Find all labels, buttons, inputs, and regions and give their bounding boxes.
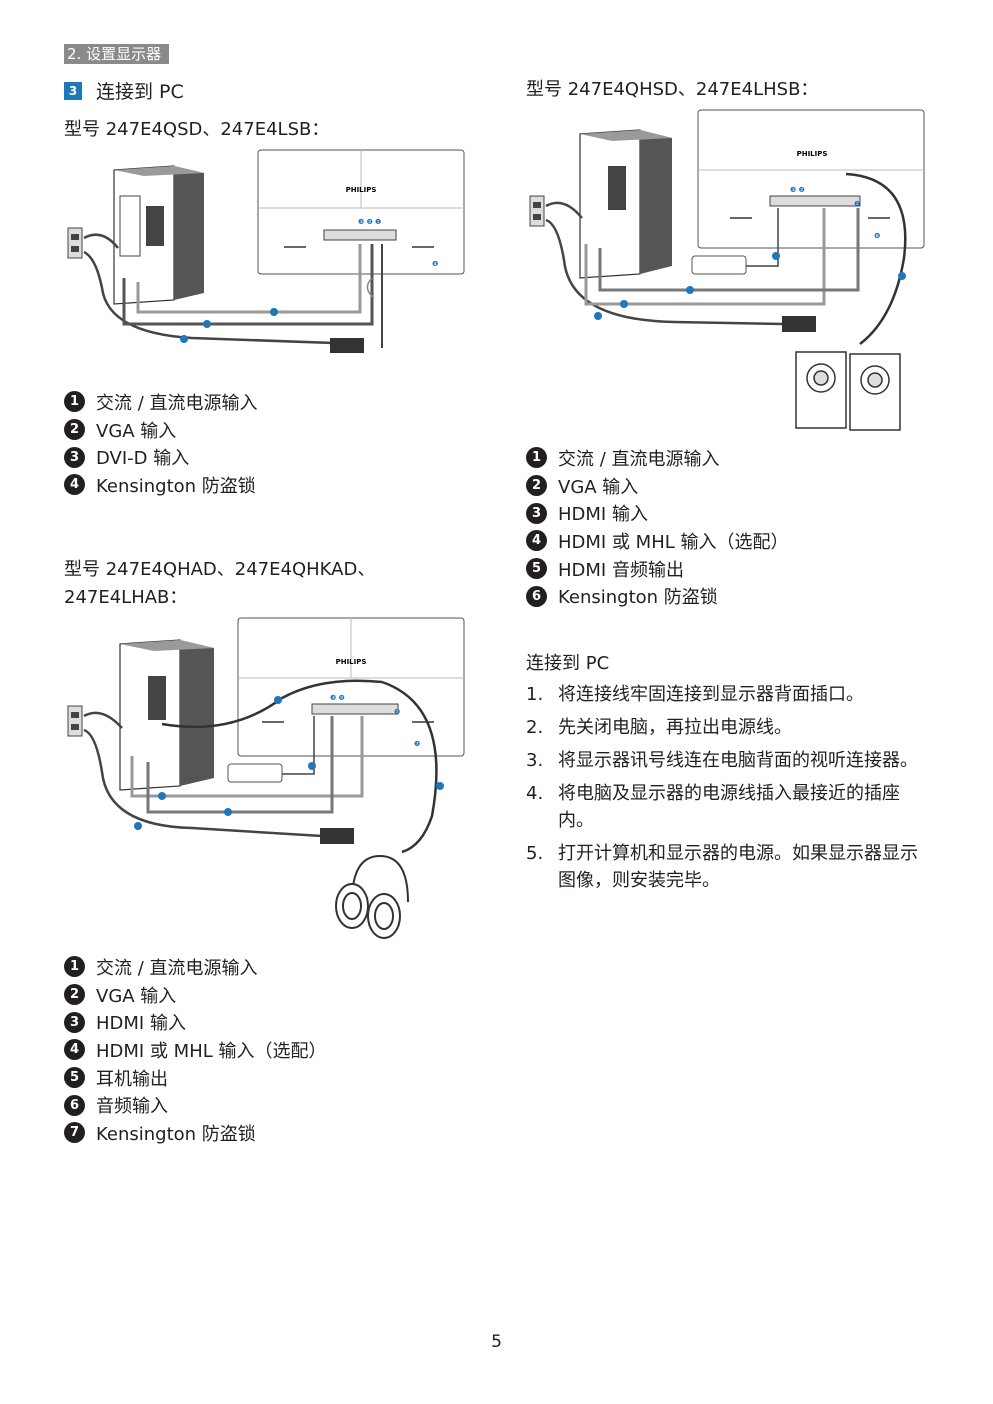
monitor-brand-label: PHILIPS [346, 186, 377, 194]
headphones-icon [335, 854, 409, 939]
connect-steps: 1.将连接线牢固连接到显示器背面插口。 2.先关闭电脑，再拉出电源线。 3.将显… [526, 681, 920, 900]
diagram2-connection-illustration: PHILIPS ❸ ❷ ❶ ❼ [67, 617, 465, 939]
subsection-heading: 3 连接到 PC [64, 77, 184, 104]
port-callouts: ❸ ❷ ❶ [358, 218, 381, 226]
wall-outlet [67, 227, 83, 259]
monitor-brand-label: PHILIPS [336, 658, 367, 666]
pc-tower [119, 639, 214, 791]
kensington-callout: ❹ [432, 260, 438, 268]
speakers-icon [795, 351, 901, 431]
diagram3-model-title: 型号 247E4QHSD、247E4LHSB： [526, 79, 819, 100]
svg-text:❼: ❼ [414, 740, 420, 748]
wall-outlet [67, 705, 83, 737]
svg-text:❸ ❷: ❸ ❷ [330, 694, 345, 702]
pc-tower [113, 165, 204, 305]
cables [83, 679, 438, 854]
step-item: 1.将连接线牢固连接到显示器背面插口。 [526, 684, 864, 705]
diagram2-model-title: 型号 247E4QHAD、247E4QHKAD、 247E4LHAB： [64, 559, 376, 608]
monitor-brand-label: PHILIPS [797, 150, 828, 158]
monitor-back: PHILIPS ❸ ❷ ❶ ❼ [237, 617, 465, 757]
callout-circles [134, 696, 444, 830]
step-item: 4.将电脑及显示器的电源线插入最接近的插座内。 [526, 783, 900, 831]
step-item: 3.将显示器讯号线连在电脑背面的视听连接器。 [526, 750, 918, 771]
connect-title: 连接到 PC [526, 653, 610, 674]
svg-text:❶: ❶ [394, 708, 400, 716]
callout-circles [594, 252, 906, 320]
step-item: 2.先关闭电脑，再拉出电源线。 [526, 717, 792, 738]
page-number: 5 [491, 1332, 502, 1352]
section-tag: 2. 设置显示器 [64, 44, 170, 64]
svg-text:❸ ❷: ❸ ❷ [790, 186, 805, 194]
svg-text:❻: ❻ [874, 232, 880, 240]
diagram1-model-title: 型号 247E4QSD、247E4LSB： [64, 119, 330, 140]
phone [227, 763, 283, 783]
diagram3-connection-illustration: PHILIPS ❸ ❷ ❶ ❻ [529, 109, 925, 431]
phone [691, 255, 747, 275]
wall-outlet [529, 195, 545, 227]
diagram1-connection-illustration: PHILIPS ❸ ❷ ❶ ❹ [67, 149, 465, 353]
monitor-back: PHILIPS ❸ ❷ ❶ ❻ [697, 109, 925, 249]
step-item: 5.打开计算机和显示器的电源。如果显示器显示图像，则安装完毕。 [526, 843, 918, 891]
pc-tower [579, 129, 672, 279]
callout-circles [180, 308, 278, 343]
cables [83, 233, 383, 353]
svg-text:❶: ❶ [854, 200, 860, 208]
monitor-back: PHILIPS ❸ ❷ ❶ ❹ [257, 149, 465, 275]
cables [545, 172, 907, 345]
subsection-title: 连接到 PC [96, 81, 184, 103]
subsection-number: 3 [64, 81, 82, 100]
